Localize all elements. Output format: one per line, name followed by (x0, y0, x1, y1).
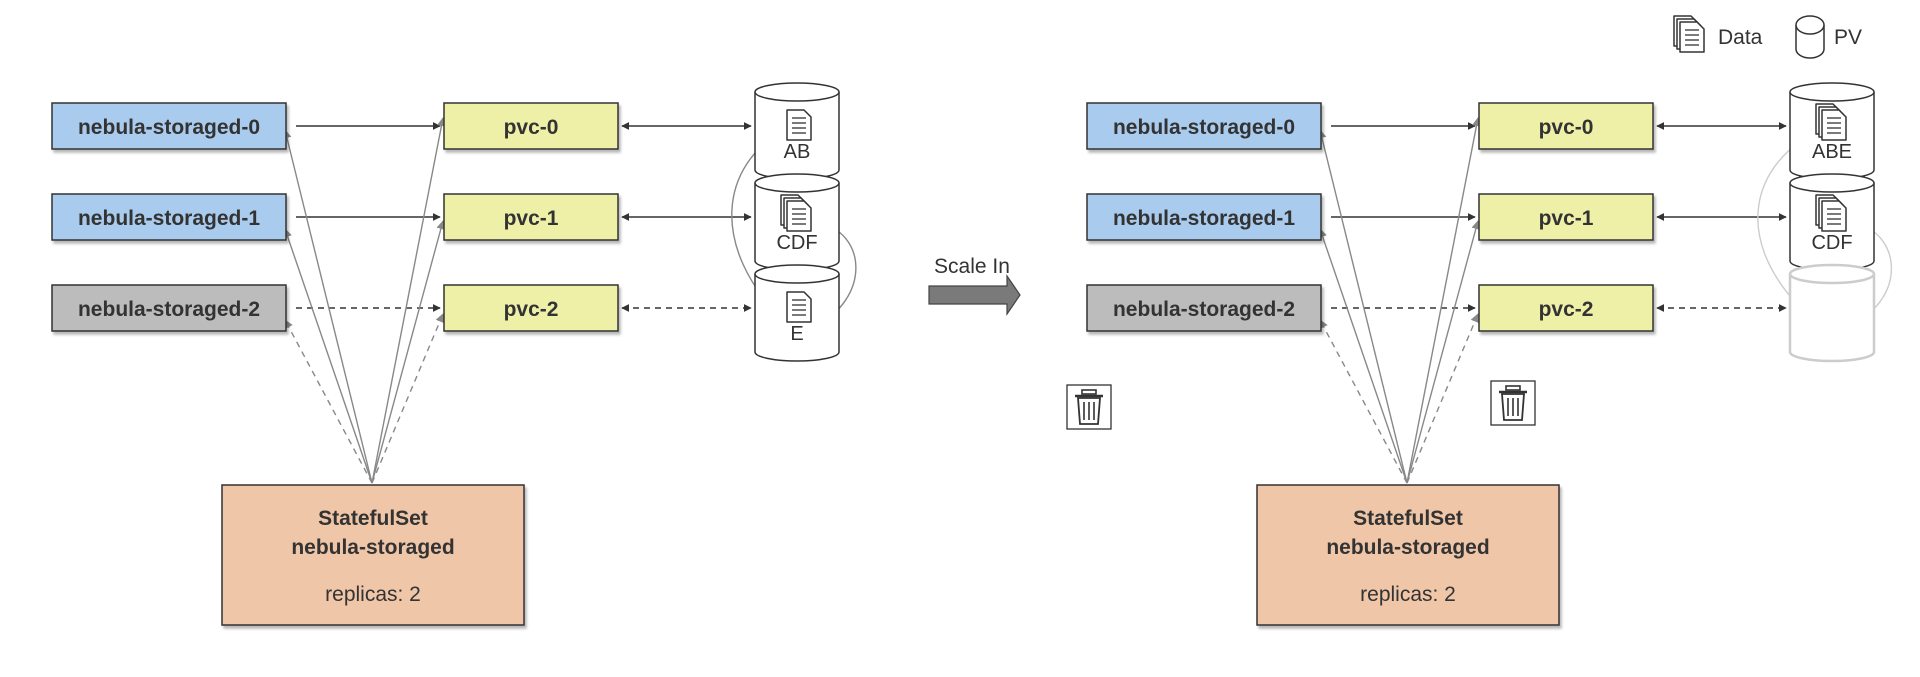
pod-rect (1086, 284, 1322, 332)
pv-cylinder[interactable]: AB (754, 82, 840, 180)
data-icon (780, 194, 812, 232)
pvc-label: pvc-0 (1539, 116, 1594, 139)
pod-label: nebula-storaged-0 (78, 116, 260, 139)
pod-label: nebula-storaged-1 (78, 207, 260, 230)
pod-box[interactable]: nebula-storaged-1 (1086, 193, 1322, 241)
pvc-rect (443, 193, 619, 241)
pvc-box[interactable]: pvc-0 (1478, 102, 1654, 150)
statefulset-link (1406, 220, 1481, 484)
statefulset-rect (221, 484, 525, 626)
data-icon (1673, 15, 1705, 53)
trash-icon[interactable] (1490, 380, 1536, 426)
pvc-label: pvc-1 (504, 207, 559, 230)
statefulset-link (1317, 129, 1408, 484)
pod-label: nebula-storaged-1 (1113, 207, 1295, 230)
pvc-rect (443, 284, 619, 332)
statefulset-link (371, 117, 446, 484)
data-icon (786, 109, 812, 141)
pod-label: nebula-storaged-2 (78, 298, 260, 321)
pvc-box[interactable]: pvc-2 (443, 284, 619, 332)
pv-icon (1795, 15, 1825, 59)
statefulset-link (371, 313, 445, 484)
statefulset-name: nebula-storaged (1326, 536, 1489, 559)
statefulset-replicas: replicas: 2 (325, 583, 421, 606)
statefulset-title: StatefulSet (1353, 507, 1463, 530)
legend-data-label: Data (1718, 26, 1763, 49)
pvc-rect (1478, 193, 1654, 241)
pvc-box[interactable]: pvc-1 (1478, 193, 1654, 241)
pod-box[interactable]: nebula-storaged-1 (51, 193, 287, 241)
pv-data-label: CDF (776, 232, 817, 254)
pod-rect (51, 193, 287, 241)
pod-box[interactable]: nebula-storaged-2 (51, 284, 287, 332)
pod-box[interactable]: nebula-storaged-0 (51, 102, 287, 150)
panel-before: nebula-storaged-0 nebula-storaged-1 nebu… (51, 82, 857, 626)
pvc-label: pvc-1 (1539, 207, 1594, 230)
pod-label: nebula-storaged-0 (1113, 116, 1295, 139)
statefulset-link (282, 129, 373, 484)
data-icon (1673, 15, 1705, 53)
pvc-rect (443, 102, 619, 150)
data-icon (1815, 103, 1847, 141)
big-arrow-shape (928, 274, 1021, 316)
pvc-rect (1478, 284, 1654, 332)
pod-box[interactable]: nebula-storaged-0 (1086, 102, 1322, 150)
statefulset-box[interactable]: StatefulSet nebula-storaged replicas: 2 (1256, 484, 1560, 626)
panel-after: nebula-storaged-0 nebula-storaged-1 nebu… (1066, 82, 1893, 626)
pv-data-label: AB (784, 141, 811, 163)
pod-rect (51, 102, 287, 150)
statefulset-replicas: replicas: 2 (1360, 583, 1456, 606)
pv-cylinder-deleted[interactable] (1788, 263, 1876, 363)
scale-in-label: Scale In (934, 255, 1010, 278)
statefulset-name: nebula-storaged (291, 536, 454, 559)
pv-data-label: E (790, 323, 803, 345)
trash-icon[interactable] (1066, 384, 1112, 430)
pvc-label: pvc-2 (1539, 298, 1594, 321)
statefulset-link (1319, 319, 1408, 484)
pv-cylinder[interactable]: CDF (1789, 173, 1875, 271)
statefulset-box[interactable]: StatefulSet nebula-storaged replicas: 2 (221, 484, 525, 626)
pod-box[interactable]: nebula-storaged-2 (1086, 284, 1322, 332)
pv-cylinder[interactable]: CDF (754, 173, 840, 271)
statefulset-link (371, 220, 446, 484)
data-icon (786, 291, 812, 323)
statefulset-rect (1256, 484, 1560, 626)
pvc-rect (1478, 102, 1654, 150)
statefulset-link (284, 319, 373, 484)
pvc-box[interactable]: pvc-2 (1478, 284, 1654, 332)
pod-rect (1086, 193, 1322, 241)
pvc-box[interactable]: pvc-0 (443, 102, 619, 150)
legend: Data PV (1673, 15, 1862, 59)
pvc-label: pvc-2 (504, 298, 559, 321)
pv-data-label: ABE (1812, 141, 1852, 163)
pvc-box[interactable]: pvc-1 (443, 193, 619, 241)
statefulset-link (1318, 228, 1408, 484)
pv-cylinder[interactable]: ABE (1789, 82, 1875, 180)
scale-in-arrow: Scale In (928, 255, 1021, 316)
statefulset-title: StatefulSet (318, 507, 428, 530)
pod-label: nebula-storaged-2 (1113, 298, 1295, 321)
pv-cylinder[interactable]: E (754, 264, 840, 362)
pod-rect (1086, 102, 1322, 150)
pv-data-label: CDF (1811, 232, 1852, 254)
pvc-label: pvc-0 (504, 116, 559, 139)
statefulset-link (1406, 117, 1481, 484)
pod-rect (51, 284, 287, 332)
data-icon (1815, 194, 1847, 232)
statefulset-link (283, 228, 373, 484)
statefulset-link (1406, 313, 1480, 484)
legend-pv-label: PV (1834, 26, 1862, 49)
